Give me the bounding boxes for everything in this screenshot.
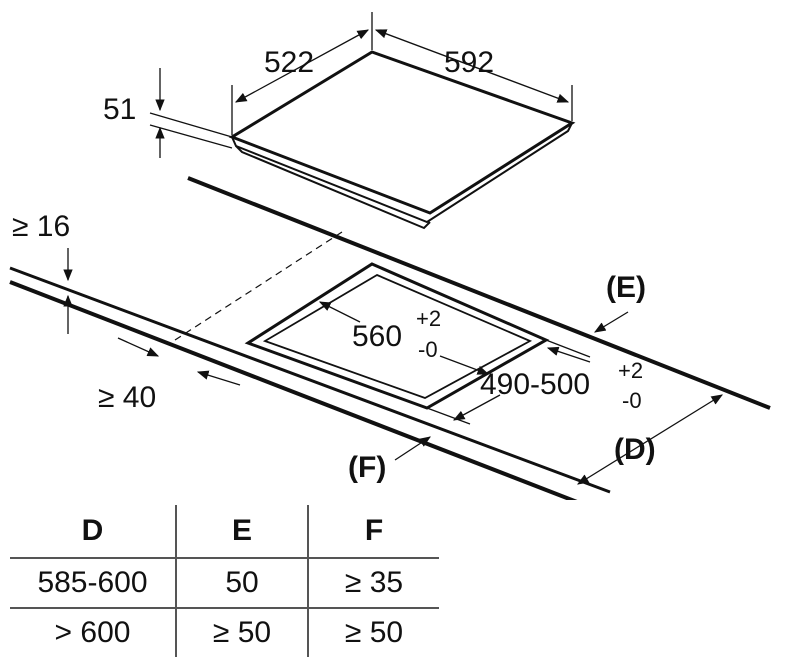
table-cell: 50	[175, 557, 308, 608]
front-clearance-arrow-right	[196, 370, 241, 386]
table-row: > 600 ≥ 50 ≥ 50	[10, 607, 439, 657]
worktop	[9, 176, 771, 500]
table-header-d: D	[81, 514, 104, 547]
table-cell: > 600	[10, 607, 176, 657]
cutout-width-arrow-left	[318, 301, 361, 323]
table-row: 585-600 50 ≥ 35	[10, 557, 439, 608]
clearance-table: D E F 585-600 50 ≥ 35 > 600 ≥ 50 ≥ 50	[10, 505, 439, 657]
depth-dimension-line	[234, 29, 370, 103]
cutout-depth-arrow-top	[546, 346, 591, 363]
cutout-width-arrow-right	[439, 355, 490, 375]
table-header-row: D E F	[10, 505, 439, 558]
width-dimension-line	[374, 29, 570, 103]
table-cell: ≥ 50	[307, 607, 439, 657]
cutout-width-tol-plus: +2	[416, 306, 441, 331]
cutout-dimensions	[63, 248, 723, 485]
cutout-width-tol-minus: -0	[418, 337, 438, 362]
table-cell: ≥ 50	[175, 607, 308, 657]
table-header-e: E	[175, 505, 308, 558]
cutout-width-label: 560	[352, 320, 402, 353]
hob-width-label: 592	[444, 46, 494, 79]
label-e: (E)	[606, 271, 646, 304]
table-cell: ≥ 35	[307, 557, 439, 608]
worktop-thickness-label: ≥ 16	[12, 210, 70, 243]
label-d: (D)	[614, 433, 656, 466]
cutout-depth-tol-minus: -0	[622, 388, 642, 413]
installation-diagram: 522 592 51 ≥ 16 ≥ 40 560 +2 -0 490-500 +…	[9, 12, 771, 500]
worktop-front-edge-top	[9, 266, 611, 494]
table-header-f: F	[307, 505, 439, 558]
cutout-depth-label: 490-500	[480, 368, 590, 401]
clearance-e-arrow	[593, 311, 629, 333]
table-cell: 585-600	[10, 557, 176, 608]
front-clearance-arrow-left	[117, 337, 160, 357]
worktop-back-edge	[187, 176, 771, 410]
worktop-front-edge-bottom	[9, 280, 578, 500]
cutout-depth-arrow-bottom	[452, 394, 501, 421]
label-f: (F)	[348, 451, 386, 484]
clearance-f-arrow	[394, 436, 431, 461]
hob-height-label: 51	[103, 93, 136, 126]
hob-projection-line	[174, 231, 343, 341]
front-clearance-label: ≥ 40	[98, 381, 156, 414]
cutout-depth-tol-plus: +2	[618, 358, 643, 383]
depth-d-arrow	[577, 394, 723, 485]
hob-depth-label: 522	[264, 46, 314, 79]
hob-dimensions	[149, 12, 573, 158]
